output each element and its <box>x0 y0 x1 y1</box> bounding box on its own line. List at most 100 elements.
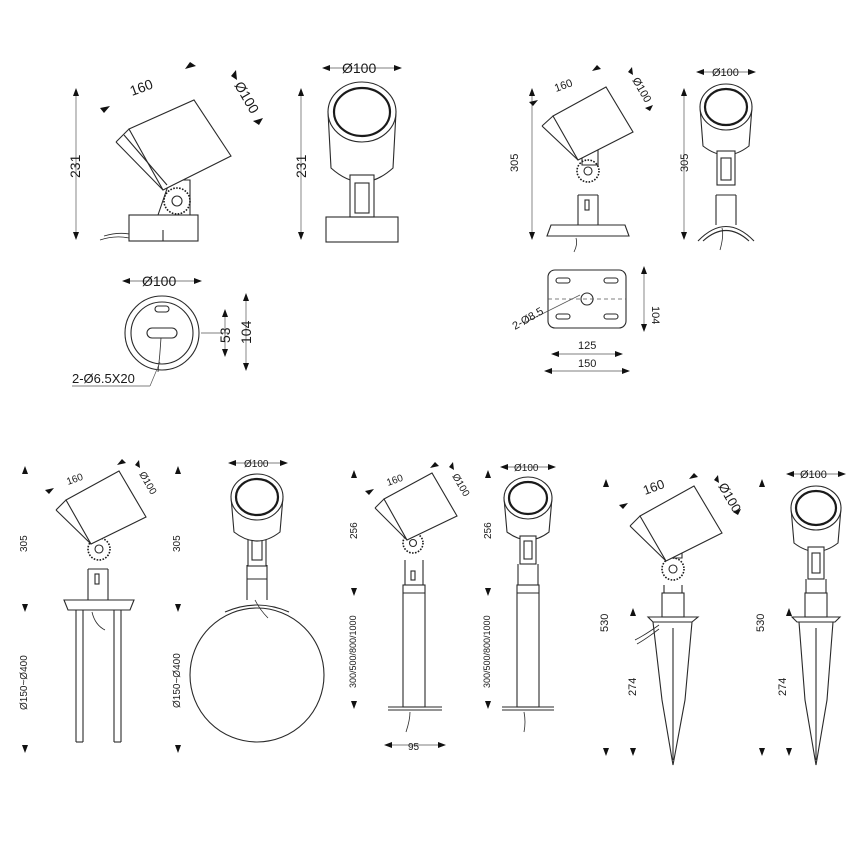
slot <box>146 327 178 339</box>
dim-diameter-label: Ø100 <box>231 79 262 117</box>
clamp-plate <box>63 599 135 611</box>
knuckle-pin <box>668 564 678 574</box>
lamp-back <box>55 499 67 511</box>
bracket <box>519 535 537 565</box>
dim-diameter-label: Ø100 <box>800 469 827 481</box>
dim-diameter-label: Ø100 <box>449 472 471 499</box>
lamp-body <box>383 472 458 541</box>
tree-mount-side-view: 305 Ø150~Ø400 160 Ø100 <box>19 459 158 753</box>
dim-height-label: 305 <box>172 535 183 552</box>
arrow <box>449 462 454 470</box>
lamp-back-edge <box>629 525 667 562</box>
arrow <box>603 748 609 756</box>
base-mount-front-view: Ø100 231 <box>293 60 402 243</box>
lens-inner <box>703 87 749 127</box>
dim-spike-label: 274 <box>777 678 789 696</box>
arrow <box>322 65 330 71</box>
cable <box>157 337 162 373</box>
dim-height-label: 305 <box>679 154 691 172</box>
arrow <box>73 232 79 240</box>
arrow <box>280 460 288 466</box>
plate-mount-side-view: 305 160 Ø100 <box>509 65 653 253</box>
cable <box>254 599 269 619</box>
spike-mount-front-view: Ø100 530 274 <box>755 469 846 766</box>
arrow <box>22 745 28 753</box>
arrow <box>548 464 556 470</box>
bracket <box>349 174 375 218</box>
arrow <box>748 69 756 75</box>
plate-arc-inner <box>702 229 750 242</box>
dim-base-label: 95 <box>408 742 420 753</box>
arrow <box>45 488 54 494</box>
dim-length-label: 160 <box>128 76 156 99</box>
arrow <box>759 479 765 487</box>
cable-2 <box>636 628 660 645</box>
spike-hub <box>804 592 828 618</box>
strap-arc <box>224 604 290 613</box>
arrow <box>786 748 792 756</box>
spike-mount-side-view: 530 274 160 Ø100 <box>599 473 744 766</box>
arrow <box>645 105 653 111</box>
dim-height-label: 530 <box>755 614 767 632</box>
arrow <box>485 701 491 709</box>
cable <box>91 611 106 631</box>
arrow <box>231 70 237 80</box>
arrow <box>641 324 647 332</box>
lamp-body <box>65 470 147 545</box>
arrow <box>544 368 552 374</box>
pole <box>516 584 540 708</box>
dim-length-label: 160 <box>65 472 85 488</box>
dim-inner-width-label: 125 <box>578 340 596 352</box>
dim-diameter-label: Ø100 <box>629 76 653 105</box>
lens-inner <box>234 477 280 517</box>
lamp-back-edge <box>374 507 408 541</box>
arrow <box>384 742 392 748</box>
arrow <box>298 88 304 96</box>
dim-height-label: 256 <box>483 522 494 539</box>
bracket <box>807 546 825 580</box>
plate-mount-bottom-view: 2-Ø8.5 104 125 150 <box>511 266 661 374</box>
holes-label: 2-Ø6.5X20 <box>72 371 135 386</box>
arrow <box>838 471 846 477</box>
arrow <box>529 232 535 240</box>
base-mount-bottom-view: Ø100 53 104 2-Ø6.5X20 <box>72 273 254 387</box>
cable <box>634 624 660 641</box>
knuckle-pin <box>583 166 593 176</box>
knuckle-gear <box>163 187 191 215</box>
dim-height-label: 305 <box>19 535 30 552</box>
dim-outer-label: 104 <box>238 320 254 344</box>
lamp-back <box>374 498 385 509</box>
spike-hub <box>661 592 685 618</box>
dim-diameter-label: Ø100 <box>142 273 176 289</box>
arrow <box>619 503 628 509</box>
arrow <box>592 65 601 71</box>
arrow <box>622 368 630 374</box>
lens-outer <box>790 485 842 531</box>
arrow <box>615 351 623 357</box>
cable-2 <box>103 232 130 237</box>
dim-diameter-label: Ø100 <box>342 60 376 76</box>
arrow <box>351 588 357 596</box>
arrow <box>786 608 792 616</box>
dim-pole-label: 300/500/800/1000 <box>482 615 492 688</box>
arrow <box>681 232 687 240</box>
arrow <box>628 67 633 75</box>
knuckle-gear <box>661 557 685 581</box>
arrow <box>122 278 130 284</box>
bracket-inner <box>811 552 821 574</box>
dim-height-label: 104 <box>649 306 661 324</box>
dim-range-label: Ø150~Ø400 <box>172 653 183 708</box>
mount-plate <box>546 224 630 237</box>
arrow <box>696 69 704 75</box>
slot <box>555 313 571 320</box>
arrow <box>630 608 636 616</box>
stem-slot <box>410 570 416 581</box>
dim-height-label: 530 <box>599 614 611 632</box>
lens-inner <box>794 489 838 527</box>
lamp-body <box>552 86 634 161</box>
dim-spike-label: 274 <box>627 678 639 696</box>
lens-outer <box>327 81 397 143</box>
arrow <box>253 118 263 125</box>
bracket-inner <box>523 540 533 560</box>
arrow <box>100 106 110 113</box>
